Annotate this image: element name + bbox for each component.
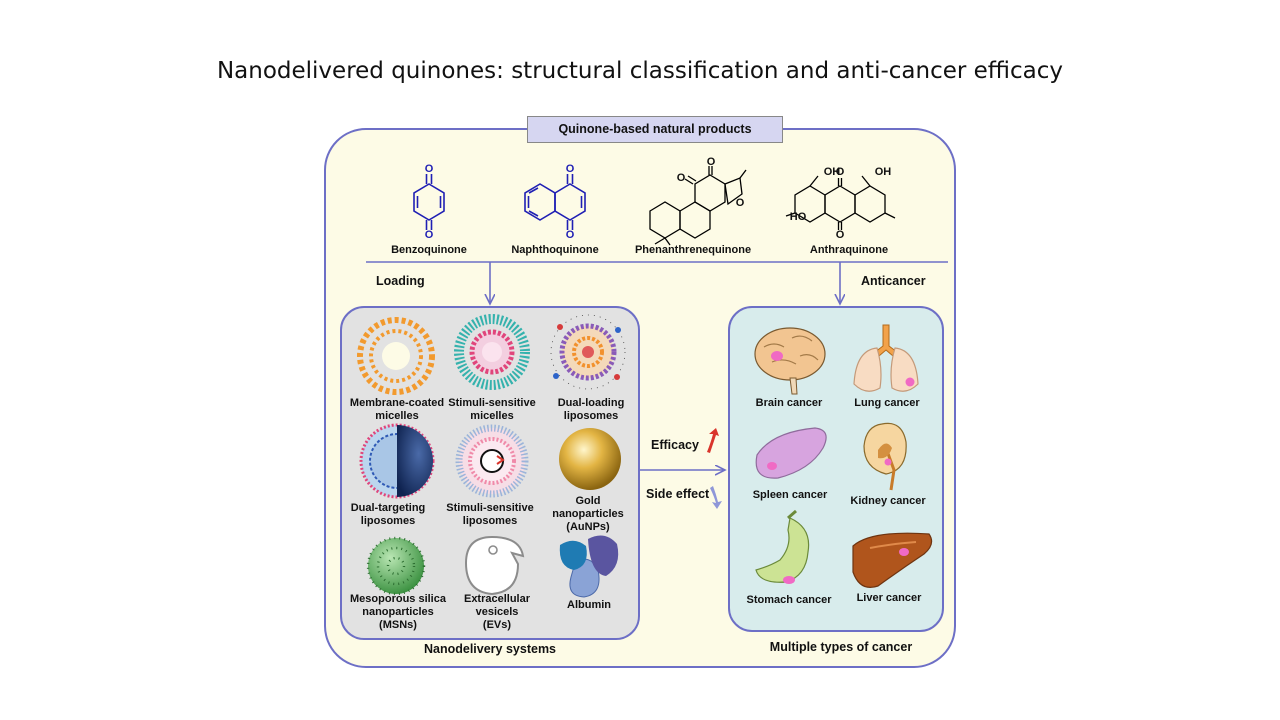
liver-icon [852, 532, 933, 588]
cancer-label-stomach: Stomach cancer [746, 594, 832, 606]
albumin-icon [559, 535, 619, 598]
phenanthrenequinone-o-top: O [706, 156, 716, 168]
extracellular-vesicle-icon [464, 535, 525, 596]
phenanthrenequinone-o-left: O [676, 172, 686, 184]
benzoquinone-o-bottom: O [424, 229, 434, 241]
mesoporous-silica-icon [366, 536, 426, 596]
dual-targeting-liposome-icon [359, 423, 435, 499]
stimuli-sensitive-liposome-icon [455, 424, 529, 498]
dual-loading-liposome-icon [550, 314, 626, 390]
phenanthrenequinone-o-ring: O [735, 197, 745, 209]
cancer-label-brain: Brain cancer [755, 397, 823, 409]
gold-nanoparticle-icon [559, 428, 621, 490]
naphthoquinone-o-top: O [565, 163, 575, 175]
anticancer-label: Anticancer [861, 274, 926, 288]
cancer-label-lung: Lung cancer [854, 397, 920, 409]
anthraquinone-o-bottom: O [835, 229, 845, 241]
kidney-icon [863, 422, 907, 491]
anthraquinone-label: Anthraquinone [809, 244, 889, 256]
phenanthrenequinone-label: Phenanthrenequinone [634, 244, 752, 256]
naphthoquinone-structure [524, 174, 586, 230]
phenanthrenequinone-structure [649, 166, 747, 246]
naphthoquinone-label: Naphthoquinone [511, 244, 599, 256]
brain-icon [754, 327, 826, 395]
spleen-icon [755, 427, 827, 479]
anthraquinone-structure [785, 175, 896, 230]
membrane-coated-micelle-icon [357, 317, 435, 395]
loading-label: Loading [376, 274, 425, 288]
naphthoquinone-o-bottom: O [565, 229, 575, 241]
anthraquinone-oh-left: OH [823, 166, 841, 178]
side-effect-label: Side effect [646, 487, 710, 501]
flow-lines [366, 261, 948, 470]
quinone-header-box: Quinone-based natural products [527, 116, 783, 143]
nanodelivery-label-9: Albumin [567, 599, 611, 611]
efficacy-up-arrow [707, 428, 719, 453]
benzoquinone-structure [413, 174, 445, 230]
anthraquinone-oh-right: OH [874, 166, 892, 178]
lung-icon [853, 324, 919, 392]
benzoquinone-o-top: O [424, 163, 434, 175]
cancer-caption: Multiple types of cancer [769, 640, 913, 654]
cancer-label-spleen: Spleen cancer [752, 489, 828, 501]
stimuli-sensitive-micelle-icon [454, 314, 530, 390]
cancer-label-kidney: Kidney cancer [850, 495, 926, 507]
side-effect-down-arrow [710, 486, 722, 509]
benzoquinone-label: Benzoquinone [391, 244, 467, 256]
slide-title: Nanodelivered quinones: structural class… [216, 58, 1064, 84]
stomach-icon [755, 509, 810, 584]
nanodelivery-caption: Nanodelivery systems [423, 642, 557, 656]
cancer-label-liver: Liver cancer [856, 592, 922, 604]
efficacy-label: Efficacy [651, 438, 699, 452]
anthraquinone-o-top: O [835, 166, 845, 178]
anthraquinone-ho: HO [789, 211, 807, 223]
